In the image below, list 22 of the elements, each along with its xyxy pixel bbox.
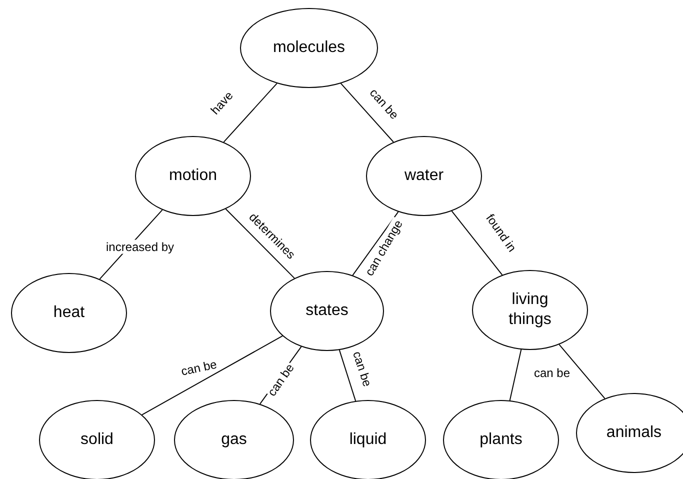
connector-line [225,208,295,279]
concept-label: molecules [272,38,346,58]
connector-line [352,211,399,276]
edge-label: increased by [104,240,176,254]
connector-line [509,349,522,401]
connector-line [340,82,394,142]
connector-line [338,350,356,402]
concept-label: animals [606,423,662,443]
connector-line [142,335,283,416]
concept-label: living things [508,290,552,330]
concept-label: liquid [349,430,387,450]
concept-label: plants [480,430,522,450]
concept-label: heat [53,303,85,323]
concept-label: motion [168,166,218,186]
connector-line [451,210,503,276]
edge-label: can be [532,366,572,380]
concept-label: water [404,166,444,186]
concept-label: solid [80,430,114,450]
concept-label: gas [221,430,247,450]
connector-line [558,344,606,399]
connector-line [223,82,278,143]
concept-label: states [306,301,348,321]
